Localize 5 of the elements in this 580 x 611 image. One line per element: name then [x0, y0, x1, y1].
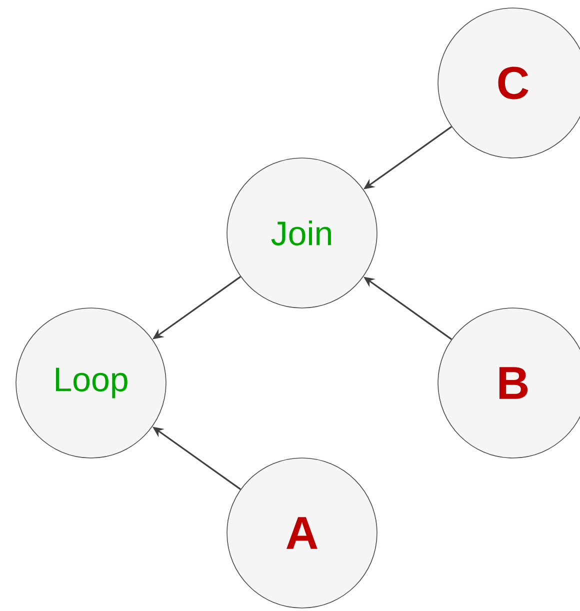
circle-node: Join — [226, 158, 378, 308]
circle-node: A — [226, 458, 378, 608]
circle-node: Loop — [16, 308, 166, 458]
circle-node: C — [438, 8, 580, 158]
circle-node: B — [438, 308, 580, 458]
